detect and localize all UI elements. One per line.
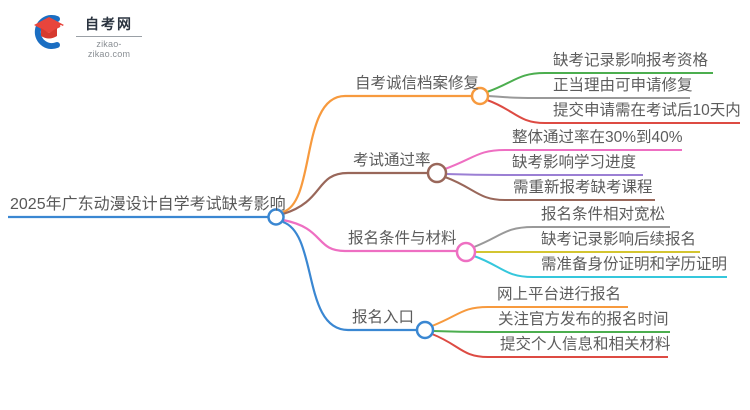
child-line-4-3	[431, 333, 668, 358]
child-label-3-3: 需准备身份证明和学历证明	[541, 256, 728, 273]
child-label-3-2: 缺考记录影响后续报名	[541, 231, 697, 248]
child-line-2-1	[444, 149, 682, 170]
branch-line-entry	[282, 220, 417, 332]
branch-label-archive-repair: 自考诚信档案修复	[355, 75, 480, 92]
site-url: zikao-zikao.com	[87, 39, 131, 59]
site-logo: 自考网 zikao-zikao.com	[28, 14, 142, 59]
branch-line-archive-repair	[282, 94, 472, 214]
child-line-3-1	[473, 226, 670, 248]
child-line-4-1	[431, 306, 628, 327]
child-line-1-2	[487, 95, 690, 99]
graduation-cap-icon	[34, 15, 64, 49]
child-label-2-2: 缺考影响学习进度	[512, 154, 637, 171]
child-label-1-3: 提交申请需在考试后10天内	[553, 102, 741, 119]
child-label-2-3: 需重新报考缺考课程	[513, 179, 653, 196]
child-label-4-1: 网上平台进行报名	[497, 286, 622, 303]
branch-line-requirements	[282, 218, 457, 253]
child-line-1-1	[486, 72, 713, 93]
child-label-4-2: 关注官方发布的报名时间	[498, 311, 669, 328]
root-topic-label: 2025年广东动漫设计自学考试缺考影响	[10, 196, 286, 213]
child-line-1-3	[486, 99, 740, 124]
child-line-4-2	[432, 330, 670, 333]
child-line-2-2	[445, 173, 643, 176]
child-label-2-1: 整体通过率在30%到40%	[512, 129, 683, 146]
site-name: 自考网	[76, 14, 142, 37]
branch-label-entry: 报名入口	[352, 309, 415, 326]
branch-node-pass-rate	[426, 162, 448, 184]
branch-node-entry	[415, 320, 435, 340]
child-label-3-1: 报名条件相对宽松	[541, 206, 666, 223]
branch-label-requirements: 报名条件与材料	[348, 230, 457, 247]
child-line-3-3	[473, 255, 727, 278]
branch-node-requirements	[455, 241, 477, 263]
branch-line-pass-rate	[282, 171, 428, 216]
root-node	[267, 208, 285, 226]
child-label-4-3: 提交个人信息和相关材料	[500, 336, 671, 353]
child-label-1-1: 缺考记录影响报考资格	[553, 52, 709, 69]
child-label-1-2: 正当理由可申请修复	[553, 77, 693, 94]
branch-label-pass-rate: 考试通过率	[353, 152, 431, 169]
branch-node-archive-repair	[470, 86, 490, 106]
child-line-2-3	[444, 176, 655, 201]
